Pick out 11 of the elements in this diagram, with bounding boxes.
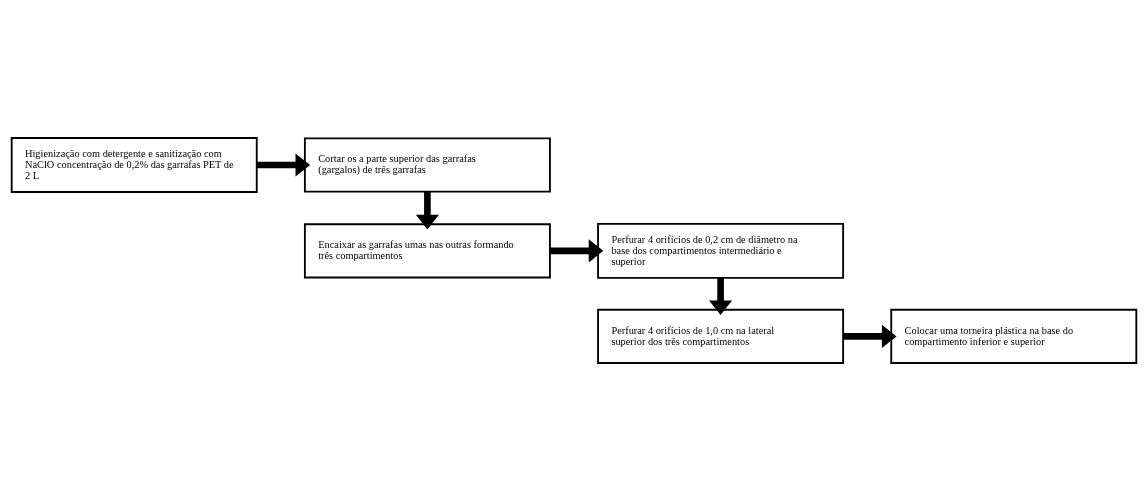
node-box: Perfurar 4 orifícios de 1,0 cm na lateral superior dos três compartimentos	[597, 308, 845, 364]
arrow	[709, 277, 733, 316]
node-box: Higienização com detergente e sanitização com NaClO concentração de 0,2% das garrafas PET de 2 L	[10, 137, 258, 193]
arrow	[549, 239, 604, 263]
node-box: Encaixar as garrafas umas nas outras formando três compartimentos	[303, 223, 551, 279]
node-box: Colocar uma torneira plástica na base do compartimento inferior e superior	[890, 308, 1138, 364]
node-box: Perfurar 4 orifícios de 0,2 cm de diâmetro na base dos compartimentos intermediário e superior	[597, 222, 845, 279]
arrow	[415, 191, 439, 230]
arrow	[256, 153, 311, 177]
node-box: Cortar os a parte superior das garrafas (gargalos) de três garrafas	[303, 137, 551, 193]
arrow	[843, 324, 897, 348]
